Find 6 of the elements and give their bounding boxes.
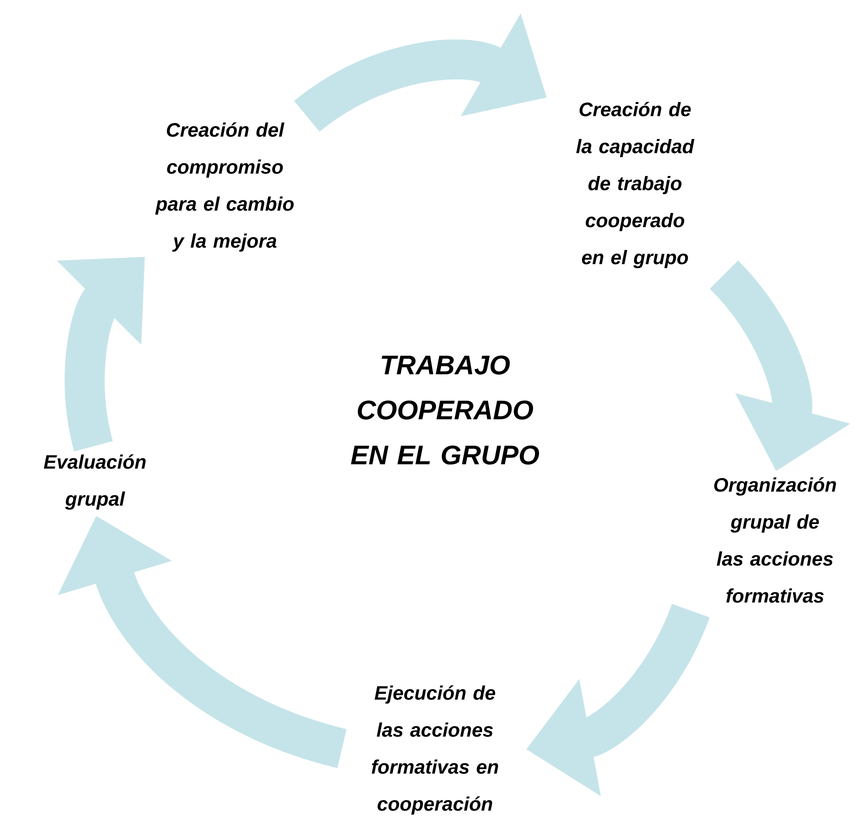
step-label: Creación del compromiso para el cambio y la mejora — [155, 122, 294, 252]
center-title: TRABAJO COOPERADO EN EL GRUPO — [350, 355, 540, 465]
step-label: Evaluación grupal — [44, 454, 146, 510]
step-label: Organización grupal de las acciones formativas — [714, 477, 836, 603]
step-label: Ejecución de las acciones formativas en cooperación — [372, 685, 498, 815]
step-label: Creación de la capacidad de trabajo cooperado en el grupo — [576, 102, 694, 268]
